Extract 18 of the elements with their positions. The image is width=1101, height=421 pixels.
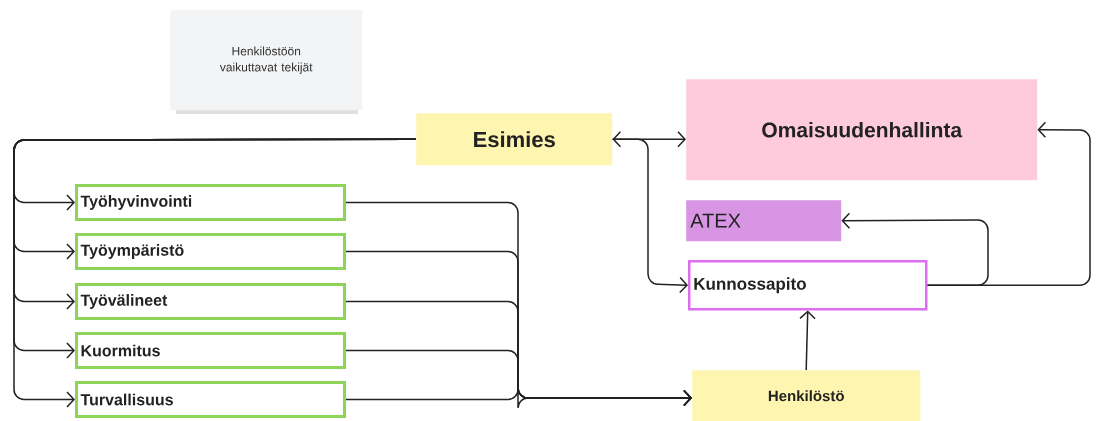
arrow: [841, 212, 989, 286]
arrow: [13, 138, 417, 408]
arrow: [611, 138, 688, 294]
process-box: ATEX: [686, 200, 842, 242]
role-box: Henkilöstö: [692, 370, 921, 421]
factor-box: Turvallisuus: [75, 381, 346, 418]
factor-box: Työympäristö: [75, 233, 346, 270]
sticky-note: Henkilöstöön vaikuttavat tekijät: [170, 10, 363, 114]
arrow: [612, 130, 686, 148]
factor-box: Työvälineet: [75, 283, 346, 320]
factor-box: Työhyvinvointi: [75, 184, 346, 221]
arrow: [345, 388, 692, 409]
role-box: Esimies: [416, 113, 613, 166]
arrow: [799, 310, 816, 371]
process-box: Omaisuudenhallinta: [686, 79, 1038, 181]
process-box: Kunnossapito: [688, 260, 928, 311]
arrow: [926, 121, 1091, 286]
factor-box: Kuormitus: [75, 332, 346, 369]
